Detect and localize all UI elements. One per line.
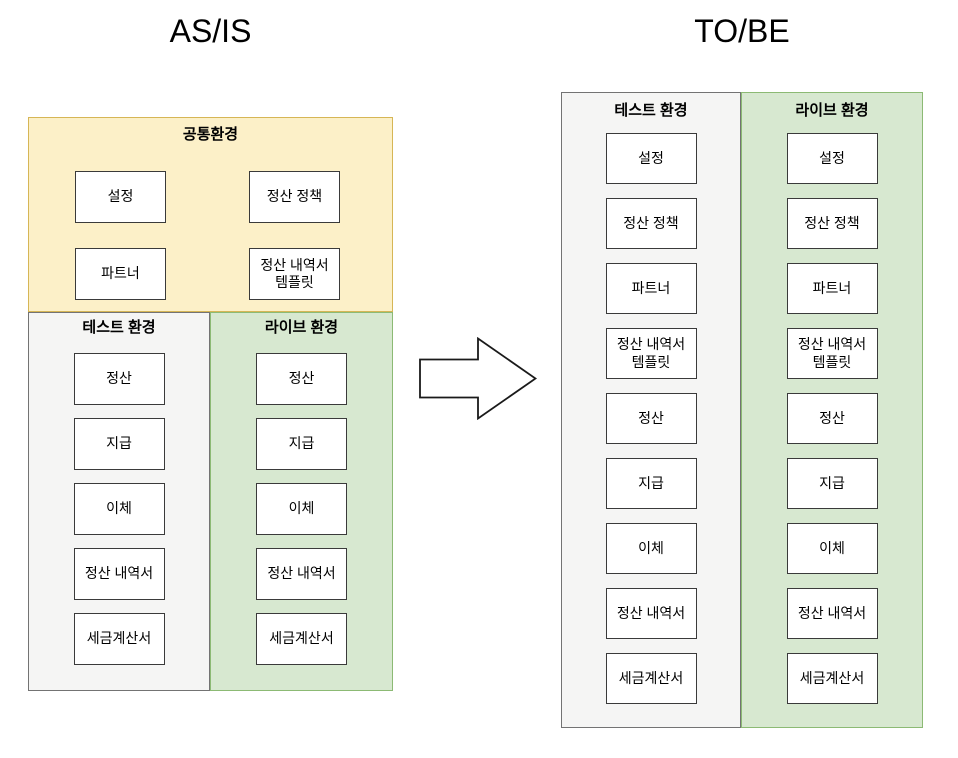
box-payout: 지급 — [605, 458, 697, 509]
tobe-title: TO/BE — [694, 13, 790, 49]
box-payout: 지급 — [73, 418, 165, 470]
box-partner: 파트너 — [75, 248, 166, 300]
box-transfer: 이체 — [786, 523, 878, 574]
box-tax-invoice: 세금계산서 — [256, 613, 347, 665]
asis-common-row: 파트너 정산 내역서 템플릿 — [29, 248, 392, 300]
tobe-live-env-panel: 라이브 환경 설정 정산 정책 파트너 정산 내역서 템플릿 정산 지급 이체 … — [741, 92, 923, 728]
box-partner: 파트너 — [786, 263, 878, 314]
box-tax-invoice: 세금계산서 — [786, 653, 878, 704]
box-settlement-policy: 정산 정책 — [605, 198, 697, 249]
box-settings: 설정 — [786, 133, 878, 184]
box-settlement-statement: 정산 내역서 — [605, 588, 697, 639]
tobe-live-env-boxes: 설정 정산 정책 파트너 정산 내역서 템플릿 정산 지급 이체 정산 내역서 … — [786, 133, 878, 704]
asis-common-row: 설정 정산 정책 — [29, 171, 392, 223]
box-partner: 파트너 — [605, 263, 697, 314]
box-transfer: 이체 — [256, 483, 347, 535]
box-settlement-policy: 정산 정책 — [249, 171, 340, 223]
asis-common-env-label: 공통환경 — [182, 126, 239, 143]
asis-test-env-label: 테스트 환경 — [82, 319, 156, 336]
right-arrow-icon — [419, 337, 537, 420]
box-settlement: 정산 — [605, 393, 697, 444]
asis-common-env-panel: 공통환경 설정 정산 정책 파트너 정산 내역서 템플릿 — [28, 117, 393, 312]
box-payout: 지급 — [256, 418, 347, 470]
box-settings: 설정 — [75, 171, 166, 223]
box-transfer: 이체 — [605, 523, 697, 574]
box-settlement: 정산 — [73, 353, 165, 405]
asis-live-env-boxes: 정산 지급 이체 정산 내역서 세금계산서 — [256, 353, 347, 665]
tobe-live-env-label: 라이브 환경 — [795, 102, 869, 119]
box-settlement-policy: 정산 정책 — [786, 198, 878, 249]
asis-title: AS/IS — [169, 13, 252, 49]
box-settlement: 정산 — [256, 353, 347, 405]
box-settings: 설정 — [605, 133, 697, 184]
asis-test-env-boxes: 정산 지급 이체 정산 내역서 세금계산서 — [73, 353, 165, 665]
box-settlement-statement-template: 정산 내역서 템플릿 — [249, 248, 340, 300]
asis-test-env-panel: 테스트 환경 정산 지급 이체 정산 내역서 세금계산서 — [28, 312, 210, 691]
box-tax-invoice: 세금계산서 — [605, 653, 697, 704]
box-settlement-statement: 정산 내역서 — [256, 548, 347, 600]
box-transfer: 이체 — [73, 483, 165, 535]
box-settlement-statement: 정산 내역서 — [786, 588, 878, 639]
asis-live-env-label: 라이브 환경 — [264, 319, 339, 336]
box-tax-invoice: 세금계산서 — [73, 613, 165, 665]
tobe-test-env-panel: 테스트 환경 설정 정산 정책 파트너 정산 내역서 템플릿 정산 지급 이체 … — [561, 92, 741, 728]
box-settlement-statement-template: 정산 내역서 템플릿 — [605, 328, 697, 379]
box-settlement-statement: 정산 내역서 — [73, 548, 165, 600]
box-settlement: 정산 — [786, 393, 878, 444]
box-payout: 지급 — [786, 458, 878, 509]
tobe-test-env-boxes: 설정 정산 정책 파트너 정산 내역서 템플릿 정산 지급 이체 정산 내역서 … — [605, 133, 697, 704]
asis-live-env-panel: 라이브 환경 정산 지급 이체 정산 내역서 세금계산서 — [210, 312, 393, 691]
box-settlement-statement-template: 정산 내역서 템플릿 — [786, 328, 878, 379]
tobe-test-env-label: 테스트 환경 — [614, 102, 688, 119]
